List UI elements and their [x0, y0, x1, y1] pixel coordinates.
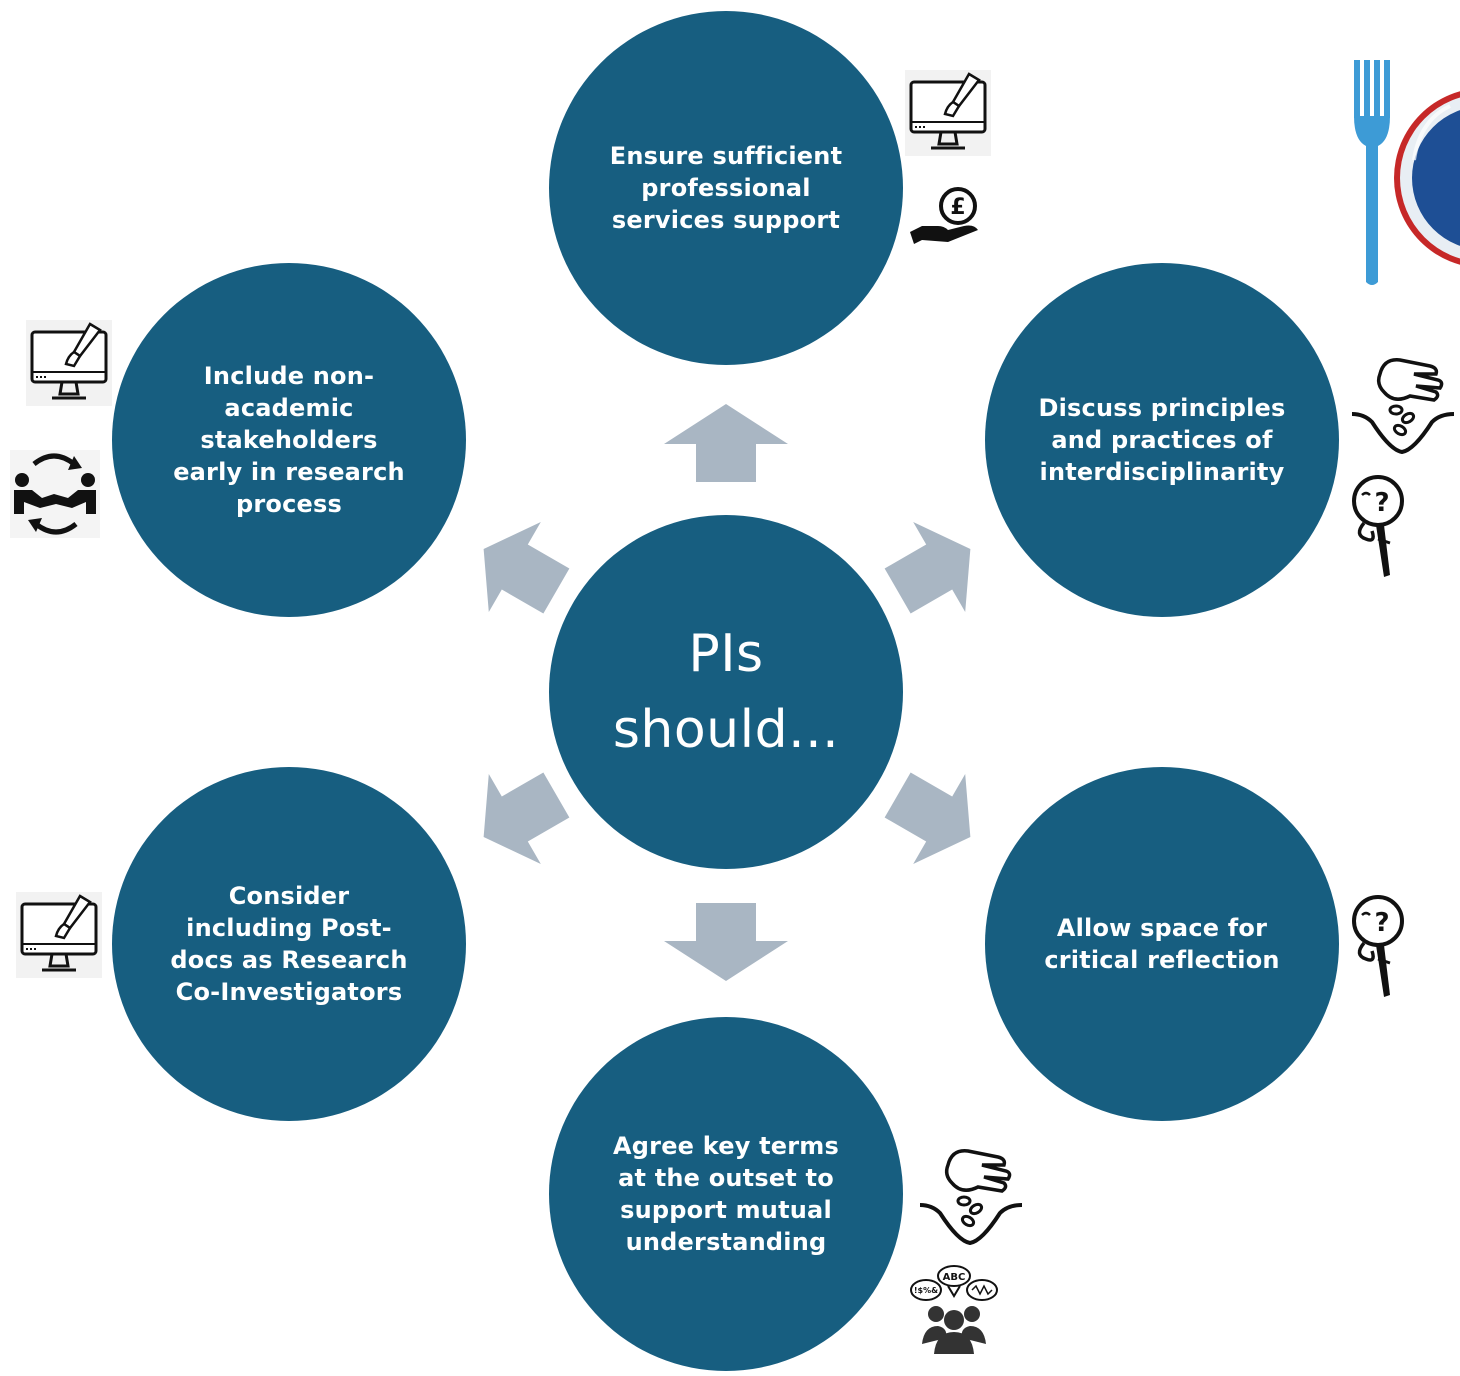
thinking-head-magnifier-icon: ? — [1350, 473, 1408, 581]
node-upper-right: Discuss principles and practices of inte… — [985, 263, 1339, 617]
center-label-line2: should... — [612, 700, 840, 760]
node-lower-right-label: Allow space for critical reflection — [1044, 914, 1280, 974]
svg-text:?: ? — [1374, 488, 1389, 518]
center-label: PIs should... — [613, 616, 839, 768]
group-speech-bubbles-icon: ABC !$%& — [908, 1262, 1000, 1362]
node-bottom: Agree key terms at the outset to support… — [549, 1017, 903, 1371]
computer-paintbrush-icon — [16, 892, 102, 978]
node-lower-right: Allow space for critical reflection — [985, 767, 1339, 1121]
node-upper-left: Include non-academic stakeholders early … — [112, 263, 466, 617]
center-node: PIs should... — [549, 515, 903, 869]
arrow-down — [664, 903, 788, 981]
speech-bubble-symbols: !$%& — [914, 1286, 938, 1295]
hand-sowing-seeds-icon — [918, 1143, 1024, 1249]
node-top-label: Ensure sufficient professional services … — [609, 142, 843, 234]
node-upper-right-label: Discuss principles and practices of inte… — [1038, 394, 1286, 486]
center-label-line1: PIs — [688, 624, 764, 684]
speech-bubble-abc: ABC — [943, 1272, 966, 1283]
hand-pound-coin-icon: £ — [908, 182, 982, 248]
arrow-up — [664, 404, 788, 482]
computer-paintbrush-icon — [905, 70, 991, 156]
arrow-lower-left — [483, 772, 570, 865]
node-top: Ensure sufficient professional services … — [549, 11, 903, 365]
arrow-upper-right — [884, 521, 971, 614]
svg-text:?: ? — [1374, 908, 1389, 938]
arrow-lower-right — [884, 772, 971, 865]
fork-and-plate-icon — [1354, 60, 1460, 290]
handshake-cycle-icon — [10, 450, 100, 538]
thinking-head-magnifier-icon: ? — [1350, 893, 1408, 1001]
node-upper-left-label: Include non-academic stakeholders early … — [173, 362, 405, 518]
arrow-upper-left — [483, 521, 570, 614]
svg-text:£: £ — [950, 195, 965, 220]
node-lower-left: Consider including Post-docs as Research… — [112, 767, 466, 1121]
computer-paintbrush-icon — [26, 320, 112, 406]
node-bottom-label: Agree key terms at the outset to support… — [613, 1132, 839, 1256]
node-lower-left-label: Consider including Post-docs as Research… — [170, 882, 408, 1006]
hand-sowing-seeds-icon — [1350, 352, 1456, 458]
